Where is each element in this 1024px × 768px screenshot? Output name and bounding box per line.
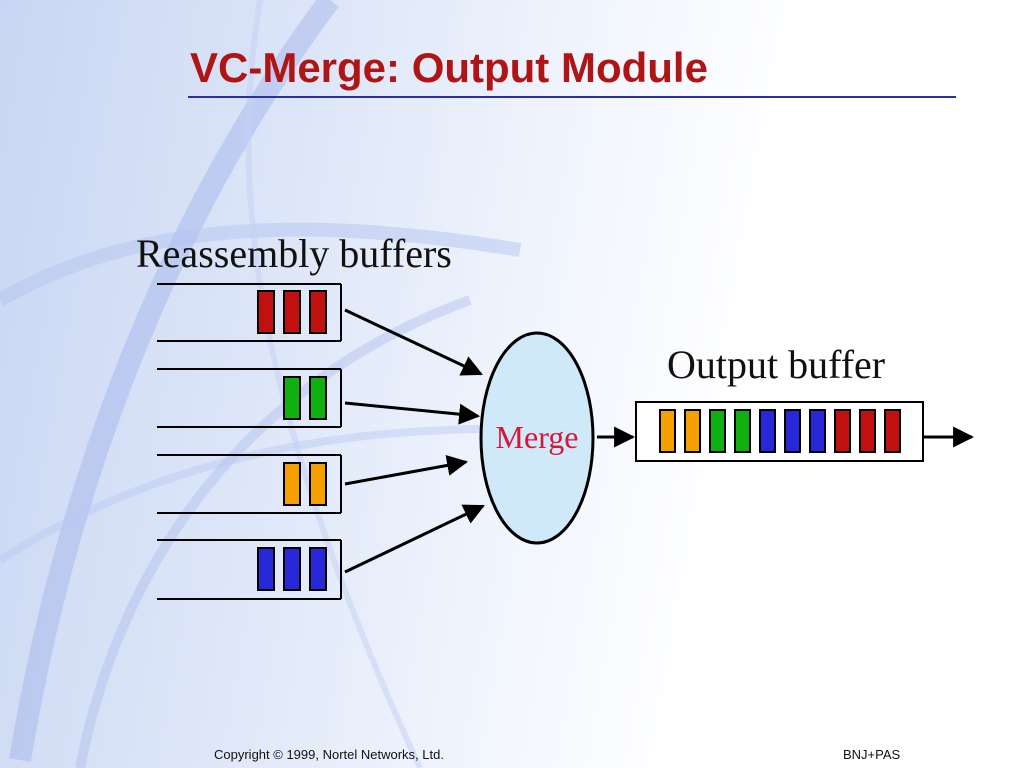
reassembly-buffer-orange	[157, 454, 342, 514]
slide-title: VC-Merge: Output Module	[190, 44, 708, 91]
reassembly-buffers-label: Reassembly buffers	[136, 231, 452, 276]
arrow-blue-to-merge	[344, 504, 485, 574]
merge-node-label: Merge	[496, 419, 579, 455]
output-cell-green	[709, 409, 726, 453]
cell-red	[283, 290, 301, 334]
output-cell-red	[884, 409, 901, 453]
reassembly-buffer-blue	[157, 539, 342, 600]
cell-red	[309, 290, 327, 334]
arrow-green-to-merge	[344, 401, 481, 425]
output-buffer	[635, 401, 924, 462]
output-cell-blue	[759, 409, 776, 453]
output-cell-red	[834, 409, 851, 453]
output-buffer-label: Output buffer	[667, 342, 886, 387]
author-initials-footer: BNJ+PAS	[843, 747, 901, 762]
output-buffer-box	[635, 401, 924, 462]
merge-node	[479, 331, 595, 545]
arrow-red-to-merge	[344, 308, 483, 376]
reassembly-buffer-list	[157, 283, 342, 600]
cell-orange	[309, 462, 327, 506]
cell-blue	[309, 547, 327, 591]
reassembly-buffer-green	[157, 368, 342, 428]
cell-red	[257, 290, 275, 334]
output-cell-red	[859, 409, 876, 453]
arrow-orange-to-merge	[344, 455, 469, 486]
cell-green	[283, 376, 301, 420]
title-underline	[188, 96, 956, 98]
reassembly-buffer-red	[157, 283, 342, 342]
cell-blue	[283, 547, 301, 591]
copyright-footer: Copyright © 1999, Nortel Networks, Ltd.	[214, 747, 444, 762]
output-cell-green	[734, 409, 751, 453]
output-cell-orange	[684, 409, 701, 453]
cell-blue	[257, 547, 275, 591]
output-cell-orange	[659, 409, 676, 453]
cell-orange	[283, 462, 301, 506]
cell-green	[309, 376, 327, 420]
output-cell-blue	[784, 409, 801, 453]
output-cell-blue	[809, 409, 826, 453]
